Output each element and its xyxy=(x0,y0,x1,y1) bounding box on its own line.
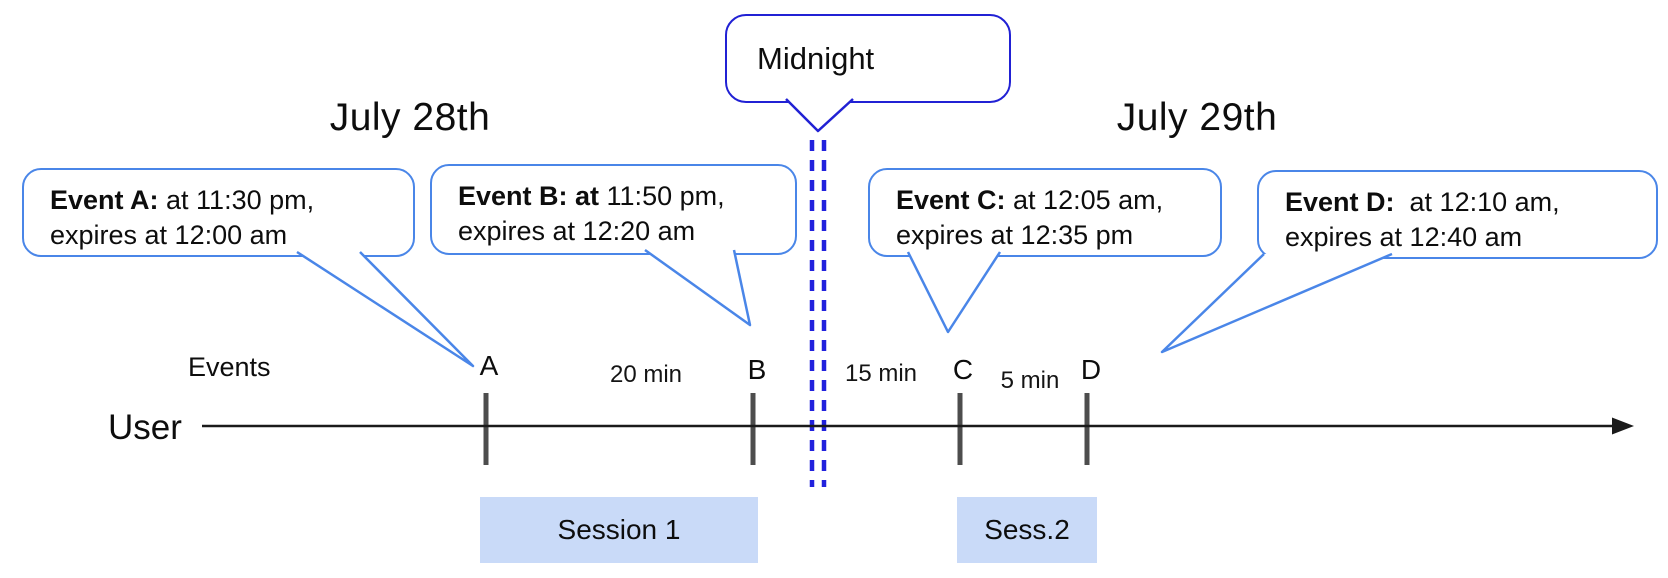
midnight-callout: Midnight xyxy=(725,14,1011,103)
session-2-label: Sess.2 xyxy=(984,514,1070,545)
date-header-july-29: July 29th xyxy=(1116,96,1278,139)
event-d-title: Event D: xyxy=(1285,187,1395,217)
event-b-callout: Event B: at 11:50 pm, expires at 12:20 a… xyxy=(430,164,797,255)
event-c-line1: Event C: at 12:05 am, xyxy=(896,183,1212,218)
event-a-time: at 11:30 pm, xyxy=(158,185,315,215)
events-axis-label: Events xyxy=(188,352,271,382)
event-a-line1: Event A: at 11:30 pm, xyxy=(50,183,405,218)
event-d-line2: expires at 12:40 am xyxy=(1285,222,1523,252)
session-2-bar: Sess.2 xyxy=(957,497,1097,563)
tick-label-c: C xyxy=(952,354,974,385)
session-1-label: Session 1 xyxy=(557,514,681,545)
midnight-label: Midnight xyxy=(757,40,875,76)
event-b-callout-tail xyxy=(644,248,752,327)
event-c-line2: expires at 12:35 pm xyxy=(896,220,1134,250)
event-b-title: Event B: at xyxy=(458,181,600,211)
tick-label-d: D xyxy=(1080,354,1102,385)
event-a-title: Event A: xyxy=(50,185,159,215)
event-b-line1: Event B: at 11:50 pm, xyxy=(458,179,787,214)
event-d-callout: Event D: at 12:10 am, expires at 12:40 a… xyxy=(1257,170,1658,259)
event-b-line2: expires at 12:20 am xyxy=(458,216,696,246)
interval-label-5min: 5 min xyxy=(1000,367,1060,394)
user-timeline-axis xyxy=(202,417,1634,435)
midnight-dashed-divider xyxy=(809,140,827,487)
interval-label-20min: 20 min xyxy=(609,361,683,388)
event-d-line1: Event D: at 12:10 am, xyxy=(1285,185,1648,220)
event-c-callout: Event C: at 12:05 am, expires at 12:35 p… xyxy=(868,168,1222,257)
event-a-callout-tail xyxy=(296,250,475,368)
date-header-july-28: July 28th xyxy=(329,96,491,139)
event-b-time: 11:50 pm, xyxy=(599,181,725,211)
event-a-line2: expires at 12:00 am xyxy=(50,220,288,250)
tick-label-a: A xyxy=(479,350,499,381)
timeline-arrowhead xyxy=(1612,417,1634,435)
event-a-callout: Event A: at 11:30 pm, expires at 12:00 a… xyxy=(22,168,415,257)
user-axis-label: User xyxy=(108,408,182,447)
event-c-time: at 12:05 am, xyxy=(1005,185,1164,215)
tick-label-b: B xyxy=(747,354,767,385)
event-c-callout-tail xyxy=(906,251,1002,334)
event-c-title: Event C: xyxy=(896,185,1006,215)
interval-label-15min: 15 min xyxy=(844,360,918,387)
event-d-time: at 12:10 am, xyxy=(1394,187,1560,217)
event-tick-marks xyxy=(483,393,1090,465)
event-d-callout-tail xyxy=(1160,252,1393,354)
session-1-bar: Session 1 xyxy=(480,497,758,563)
midnight-callout-tail xyxy=(785,98,854,133)
